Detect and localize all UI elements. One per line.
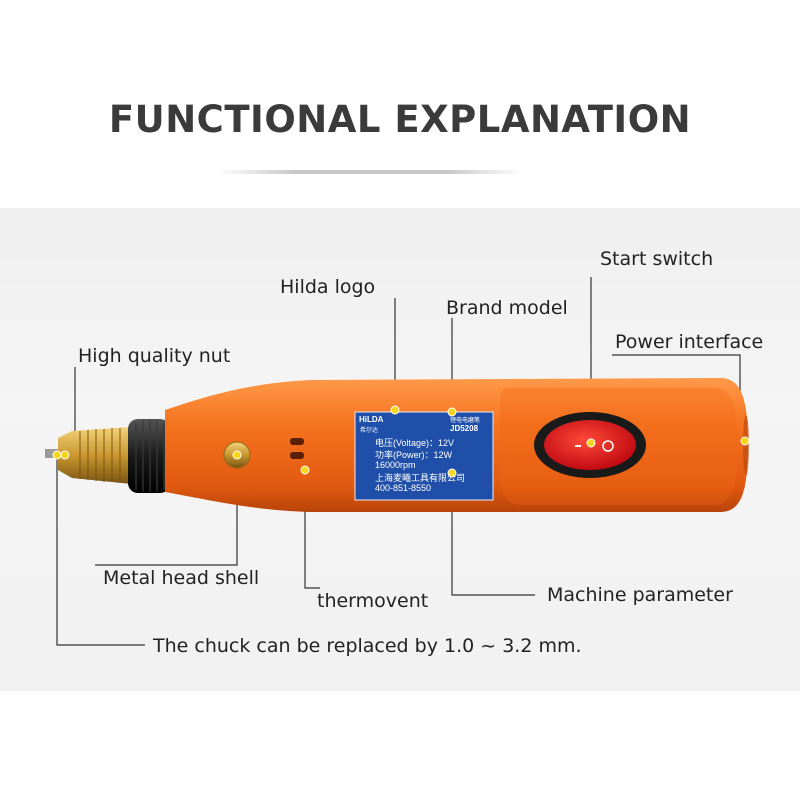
- label-speed: 16000rpm: [375, 460, 416, 470]
- callout-chuck-note: The chuck can be replaced by 1.0 ~ 3.2 m…: [153, 635, 582, 657]
- callout-machine-parameter: Machine parameter: [547, 584, 733, 606]
- brass-chuck: [58, 427, 132, 484]
- marker-brand-model: [447, 407, 457, 417]
- callout-power-interface: Power interface: [615, 331, 764, 353]
- line-machine-parameter: [451, 473, 535, 596]
- label-company: 上海麦曦工具有限公司: [375, 473, 466, 483]
- label-model: JD5208: [450, 424, 479, 433]
- marker-hilda-logo: [390, 405, 400, 415]
- vent-slot-2: [290, 452, 304, 459]
- marker-power-interface: [740, 436, 750, 446]
- label-brand-cn: 希尔达: [360, 428, 379, 434]
- product-label: [354, 411, 494, 501]
- markers: [52, 405, 750, 478]
- switch-on-mark: [602, 440, 614, 452]
- label-power: 功率(Power)：12W: [375, 450, 453, 460]
- vent-slot-1: [290, 438, 304, 445]
- callout-brand-model: Brand model: [446, 297, 568, 319]
- marker-chuck: [52, 450, 62, 460]
- marker-metal-head: [232, 450, 242, 460]
- callout-hilda-logo: Hilda logo: [280, 276, 376, 298]
- label-phone: 400-851-8550: [375, 483, 432, 493]
- marker-nut: [60, 450, 70, 460]
- title-divider: [218, 170, 523, 174]
- marker-start-switch: [586, 438, 596, 448]
- callout-thermovent: thermovent: [317, 590, 429, 612]
- black-nut: [128, 419, 170, 493]
- label-voltage: 电压(Voltage)：12V: [375, 438, 455, 448]
- label-product-cn: 锂电电磨笔: [450, 418, 481, 424]
- marker-machine-parameter: [447, 468, 457, 478]
- page-title: FUNCTIONAL EXPLANATION: [108, 98, 692, 141]
- callout-start-switch: Start switch: [600, 248, 714, 270]
- callout-high-quality-nut: High quality nut: [78, 345, 231, 367]
- marker-thermovent: [300, 465, 310, 475]
- label-brand: HiLDA: [359, 415, 384, 424]
- line-chuck: [56, 455, 145, 646]
- callout-metal-head-shell: Metal head shell: [103, 567, 260, 589]
